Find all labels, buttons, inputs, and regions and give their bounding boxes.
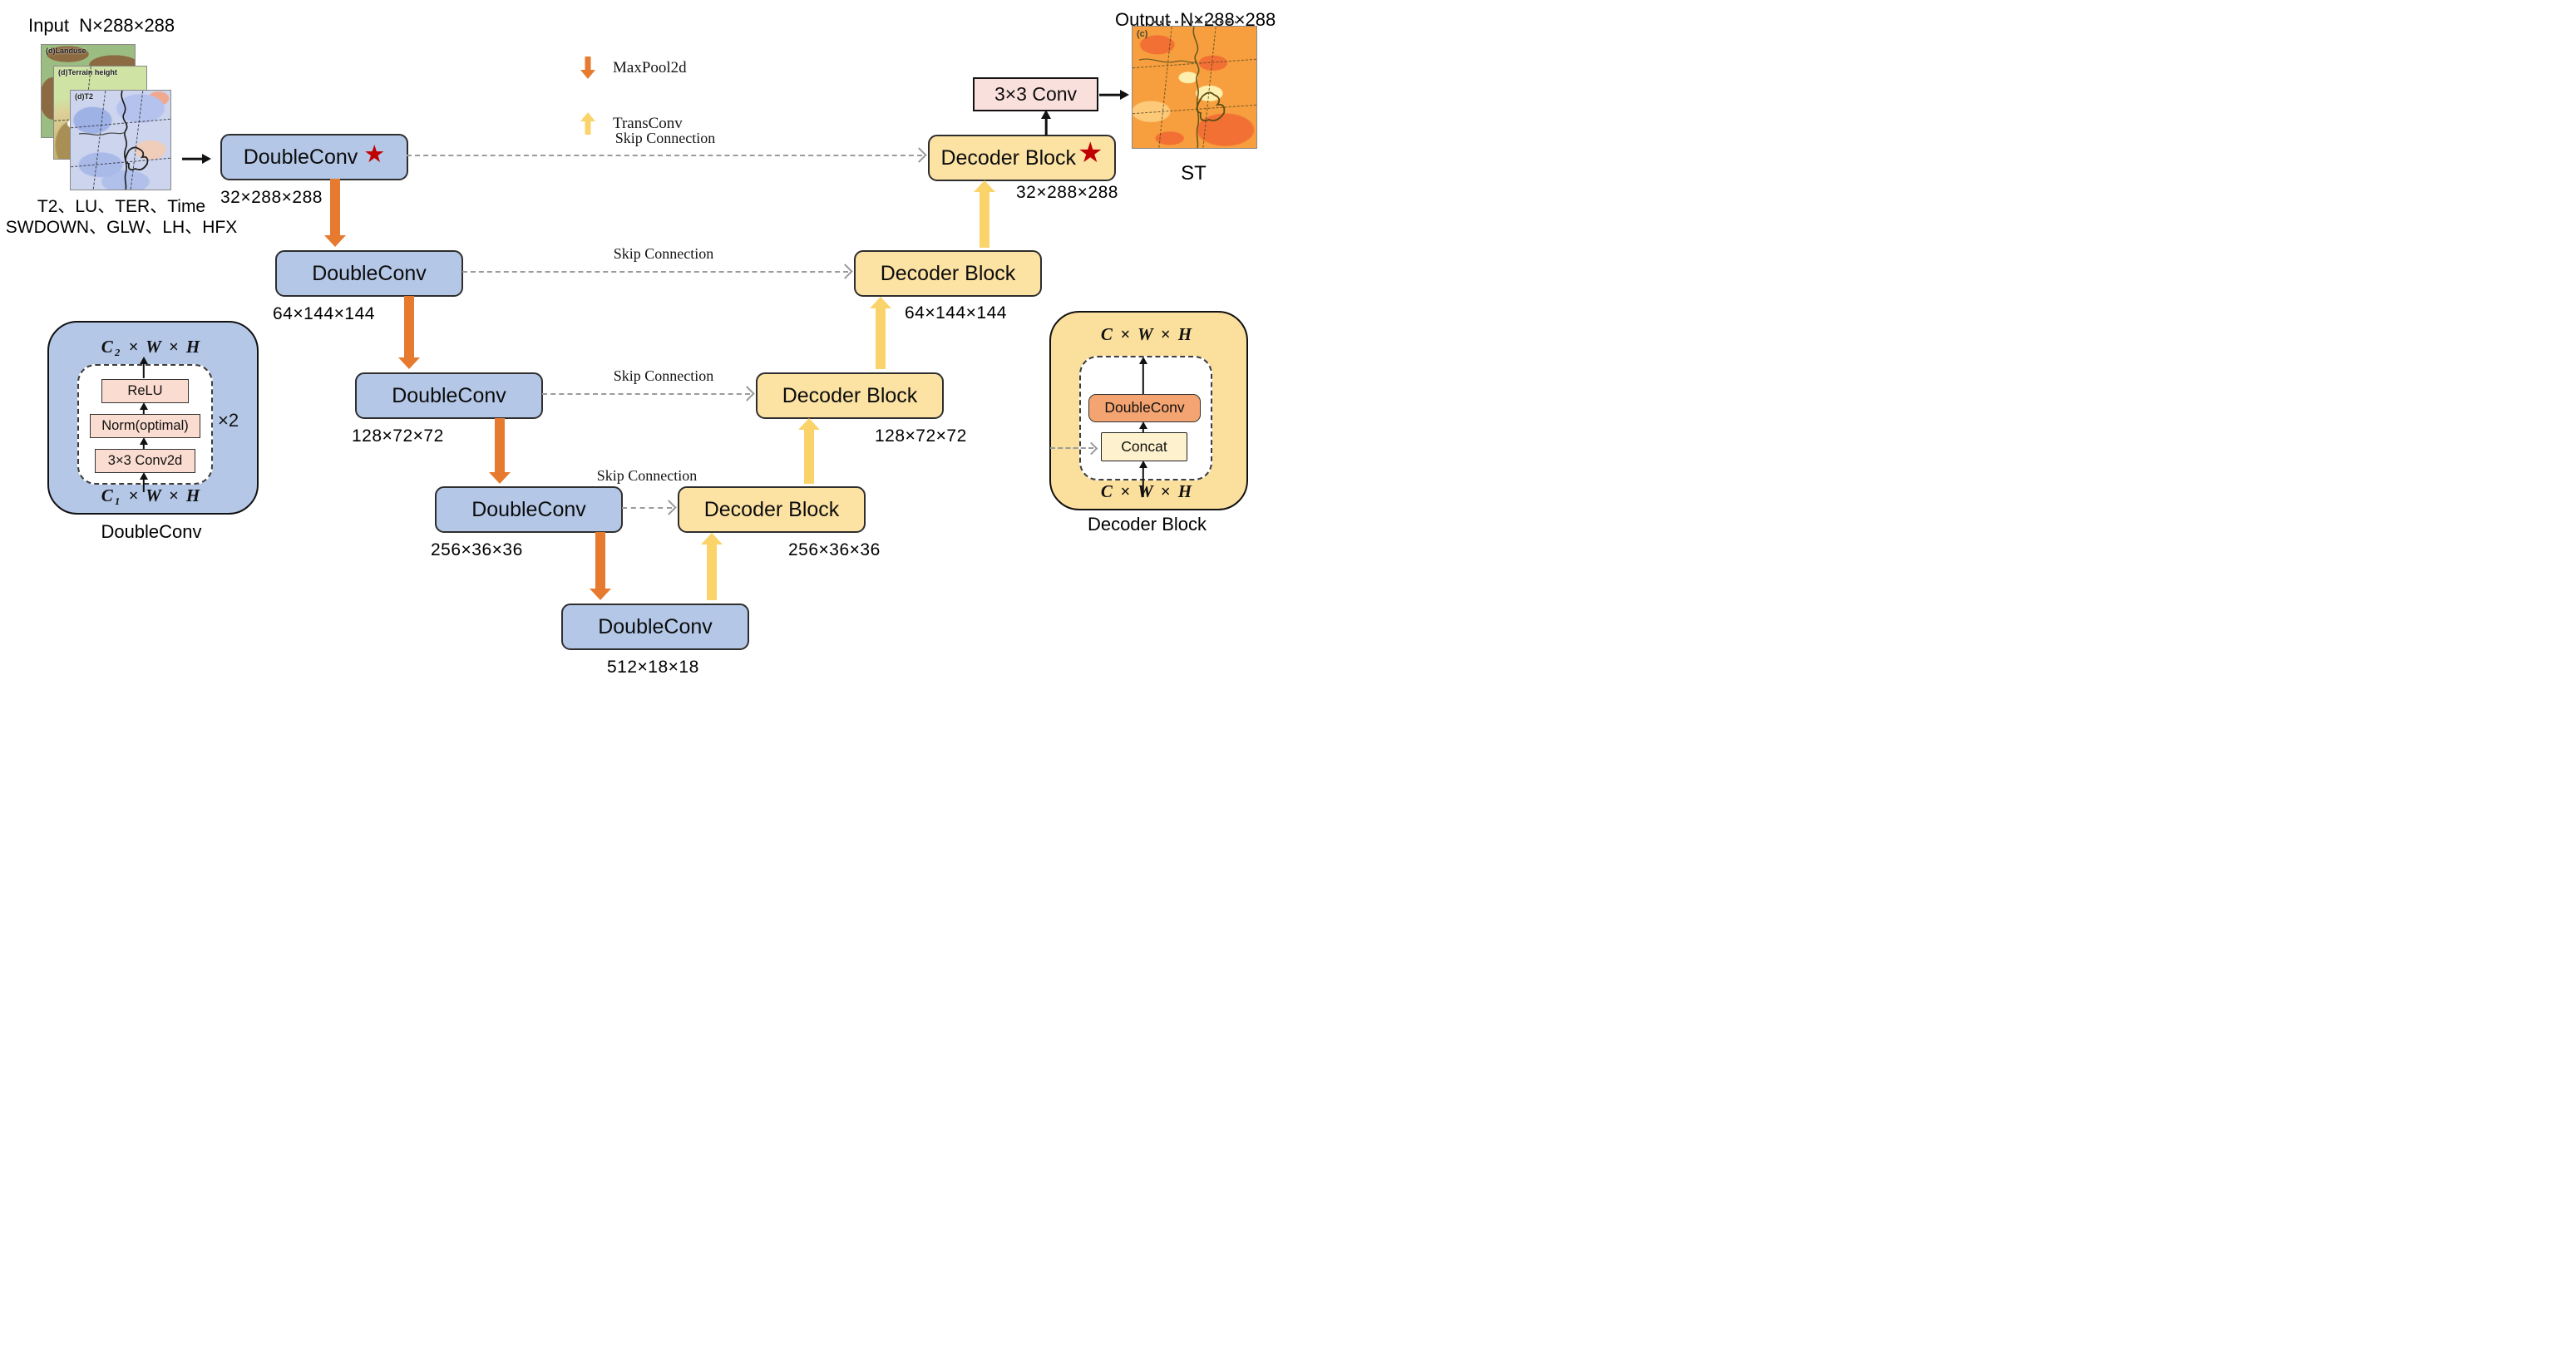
encoder-dim-3: 128×72×72 — [352, 426, 444, 446]
skip-connection-line-2 — [462, 271, 848, 273]
decoder-block-2: Decoder Block — [854, 250, 1042, 297]
decoder-input-arrow — [1138, 461, 1148, 497]
encoder-block-5-label: DoubleConv — [598, 614, 713, 638]
input-variables-line2: SWDOWN、GLW、LH、HFX — [5, 218, 238, 237]
encoder-dim-1: 32×288×288 — [220, 188, 323, 207]
decoder-doubleconv-box: DoubleConv — [1088, 394, 1201, 422]
doubleconv-detail-caption: DoubleConv — [101, 521, 202, 542]
transconv-arrow-4 — [974, 180, 995, 248]
transconv-legend-arrow-icon — [580, 112, 595, 135]
input-arrow — [182, 154, 211, 164]
decoder-block-1-label: Decoder Block — [940, 145, 1077, 170]
conv2d-layer-box: 3×3 Conv2d — [95, 449, 195, 473]
input-map-t2-label: (d)T2 — [75, 92, 93, 101]
decoder-block-1: Decoder Block ★ — [928, 135, 1116, 181]
doubleconv-input-arrow — [139, 472, 149, 492]
concat-to-doubleconv-arrow — [1138, 421, 1148, 432]
decoder-block-4-label: Decoder Block — [703, 497, 840, 521]
decoder-input-dim: C × W × H — [1100, 481, 1194, 501]
conv-3x3-label: 3×3 Conv — [994, 83, 1078, 105]
decoder-block-3: Decoder Block — [756, 372, 944, 419]
norm-layer-label: Norm(optimal) — [101, 418, 189, 434]
decoder-block-3-label: Decoder Block — [782, 383, 918, 407]
skip-connection-label-2: Skip Connection — [613, 245, 714, 262]
coastline-graphic — [1138, 27, 1226, 148]
concat-skip-input-arrow — [1050, 447, 1093, 449]
maxpool-legend-arrow-icon — [580, 57, 595, 79]
unet-architecture-diagram: Input N×288×288 (d)Landuse (d)Terrain he… — [0, 0, 1288, 678]
input-map-t2: (d)T2 — [70, 90, 171, 190]
skip-connection-label-1: Skip Connection — [614, 130, 716, 146]
output-map-tag: (c) — [1137, 29, 1148, 39]
decoder-block-4: Decoder Block — [678, 486, 866, 533]
decoder-doubleconv-label: DoubleConv — [1104, 399, 1185, 416]
input-map-terrain-label: (d)Terrain height — [58, 68, 117, 76]
transconv-arrow-2 — [798, 418, 820, 484]
norm-to-relu-arrow — [139, 402, 149, 414]
legend-transconv-label: TransConv — [613, 115, 683, 132]
input-map-landuse-label: (d)Landuse — [46, 47, 86, 55]
conv-to-output-arrow — [1099, 90, 1129, 100]
legend-maxpool-label: MaxPool2d — [613, 59, 687, 76]
output-colorbar-ticks — [1152, 21, 1236, 23]
decoder-dim-3: 128×72×72 — [875, 426, 967, 446]
maxpool-arrow-4 — [590, 532, 611, 600]
conv-3x3-box: 3×3 Conv — [973, 77, 1098, 111]
maxpool-arrow-1 — [324, 179, 346, 247]
encoder-block-3-label: DoubleConv — [392, 383, 506, 407]
decoder-output-dim: C × W × H — [1100, 324, 1194, 344]
maxpool-arrow-3 — [489, 418, 511, 484]
output-variable-st: ST — [1181, 162, 1207, 185]
transconv-arrow-3 — [870, 297, 891, 369]
encoder-dim-2: 64×144×144 — [273, 304, 375, 323]
decoder-dim-2: 64×144×144 — [905, 303, 1007, 323]
relu-layer-label: ReLU — [127, 383, 163, 399]
decoder-dim-4: 256×36×36 — [788, 540, 881, 559]
encoder-block-2: DoubleConv — [275, 250, 463, 297]
coastline-graphic — [78, 91, 149, 190]
encoder-block-4: DoubleConv — [435, 486, 623, 533]
output-map-st: (c) — [1132, 26, 1257, 149]
encoder-block-2-label: DoubleConv — [312, 261, 427, 285]
input-variables-line1: T2、LU、TER、Time — [37, 197, 206, 216]
skip-connection-line-4 — [622, 507, 672, 509]
encoder-block-3: DoubleConv — [355, 372, 543, 419]
encoder-block-1: DoubleConv ★ — [220, 134, 408, 180]
decoder-detail-caption: Decoder Block — [1087, 514, 1207, 535]
skip-connection-label-3: Skip Connection — [613, 367, 714, 384]
skip-connection-line-1 — [407, 155, 922, 156]
skip-connection-label-4: Skip Connection — [596, 467, 698, 484]
decoder-dim-1: 32×288×288 — [1016, 183, 1118, 202]
skip-connection-line-3 — [542, 393, 750, 395]
concat-box: Concat — [1101, 432, 1187, 461]
encoder-block-4-label: DoubleConv — [471, 497, 586, 521]
encoder-dim-5: 512×18×18 — [607, 658, 699, 677]
maxpool-arrow-2 — [398, 296, 420, 369]
repeat-x2-label: ×2 — [218, 410, 239, 431]
encoder-block-5: DoubleConv — [561, 604, 749, 650]
decoder-to-conv-arrow — [1041, 110, 1051, 136]
conv2d-layer-label: 3×3 Conv2d — [107, 453, 183, 469]
norm-layer-box: Norm(optimal) — [90, 414, 200, 438]
doubleconv-output-dim: C₂ × W × H — [101, 337, 202, 357]
encoder-block-1-label: DoubleConv — [243, 145, 358, 169]
encoder-dim-4: 256×36×36 — [431, 540, 523, 559]
decoder-output-arrow — [1138, 357, 1148, 394]
relu-output-arrow — [139, 357, 149, 378]
decoder-block-2-label: Decoder Block — [880, 261, 1016, 285]
doubleconv-input-dim: C₁ × W × H — [101, 485, 202, 505]
input-title: Input N×288×288 — [28, 15, 175, 36]
relu-layer-box: ReLU — [101, 379, 189, 403]
concat-label: Concat — [1121, 437, 1167, 455]
transconv-arrow-1 — [701, 533, 723, 600]
conv-to-norm-arrow — [139, 437, 149, 449]
